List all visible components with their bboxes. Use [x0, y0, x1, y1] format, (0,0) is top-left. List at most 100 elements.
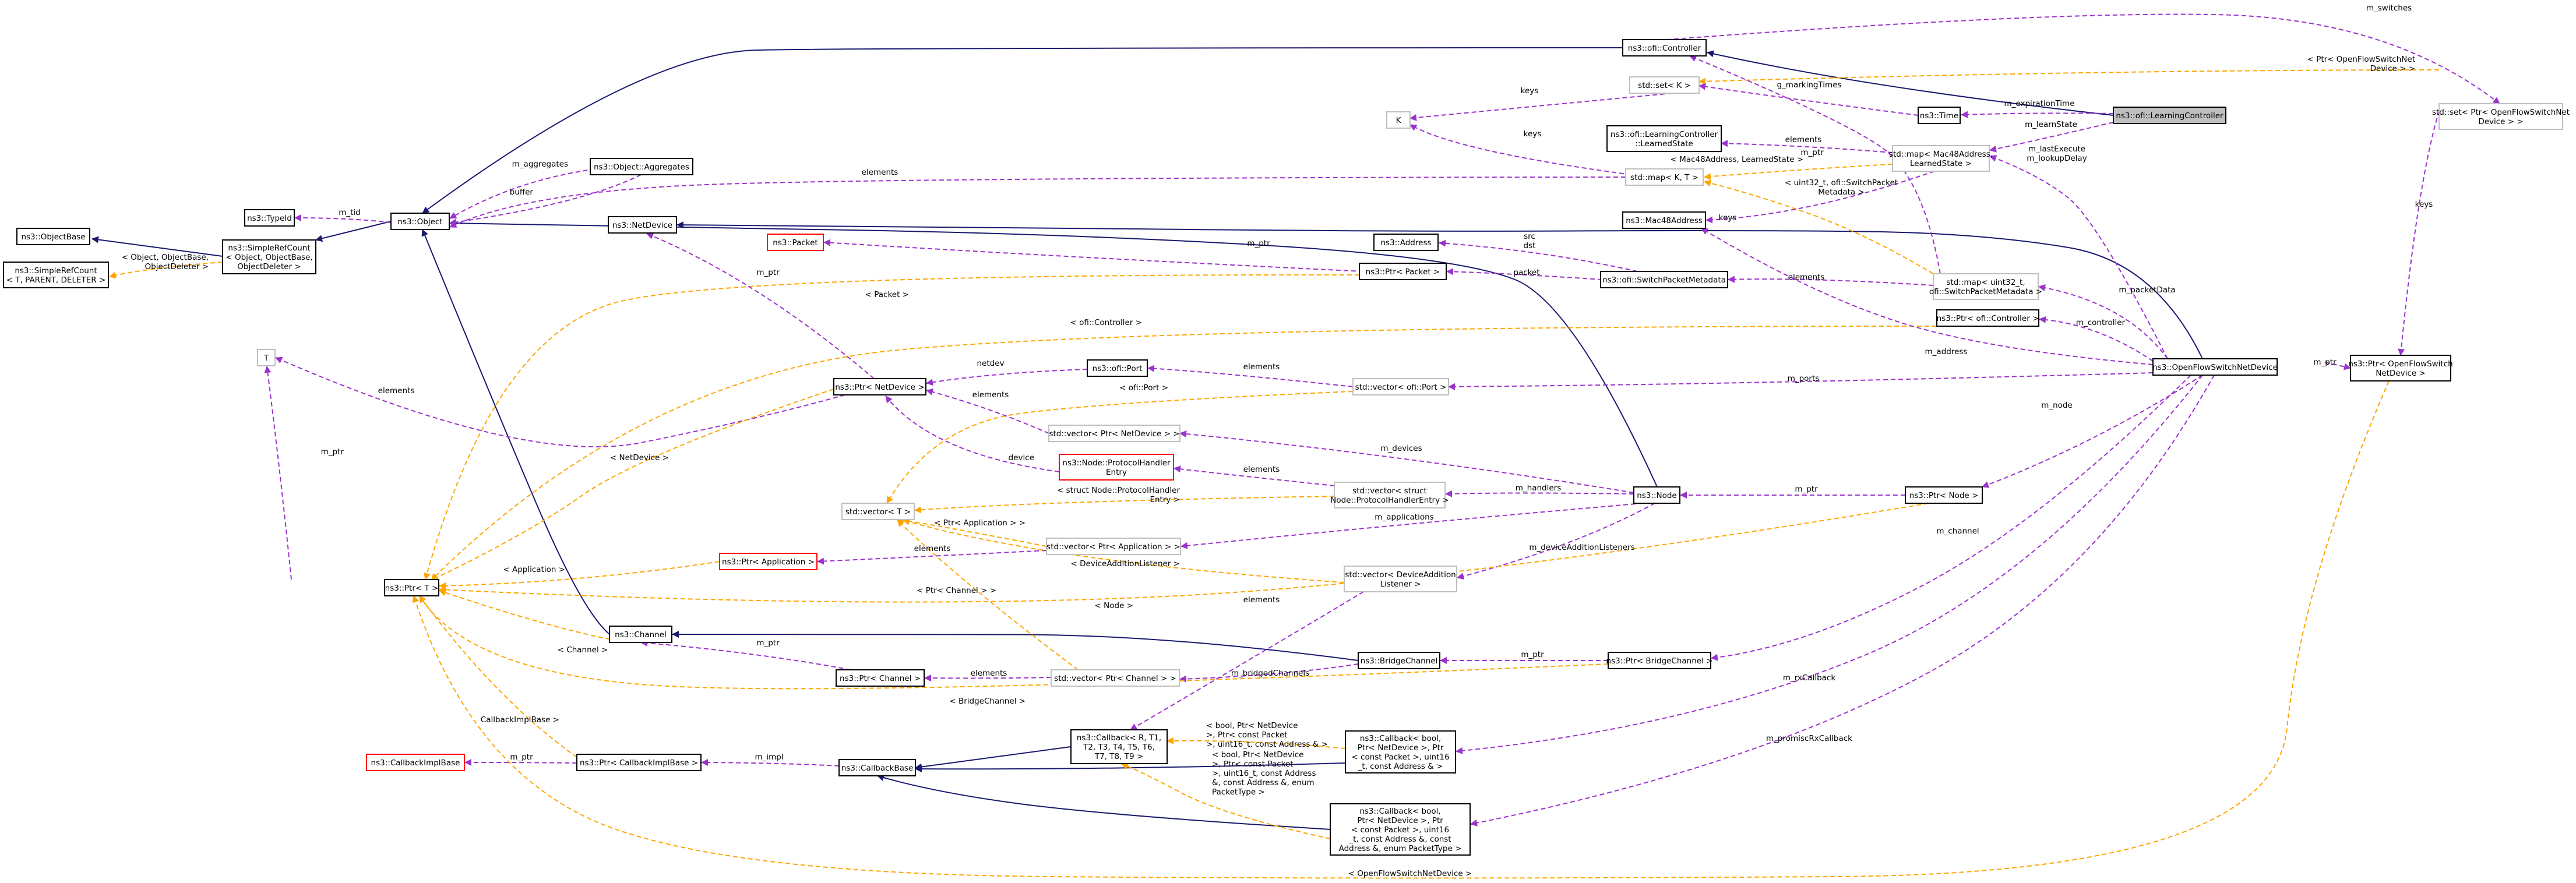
- class-node-address[interactable]: ns3::Address: [1373, 234, 1439, 251]
- edge-use-14: [1698, 83, 1919, 116]
- class-node-label: ns3::Mac48Address: [1626, 216, 1703, 225]
- class-node-box: [1051, 669, 1180, 687]
- class-node-label: ns3::Callback< R, T1,T2, T3, T4, T5, T6,…: [1077, 733, 1161, 761]
- class-node-learned-state[interactable]: ns3::ofi::LearningController::LearnedSta…: [1606, 125, 1722, 152]
- class-node-label: std::set< K >: [1638, 81, 1691, 90]
- edge-label-channel-tpl: < Channel >: [558, 645, 608, 655]
- class-node-box: [1330, 803, 1471, 856]
- class-node-vector-t[interactable]: std::vector< T >: [841, 503, 915, 520]
- class-node-vector-ptr-application[interactable]: std::vector< Ptr< Application > >: [1046, 538, 1181, 555]
- edge-label-keys-1: keys: [1521, 86, 1539, 96]
- class-node-ptr-netdevice[interactable]: ns3::Ptr< NetDevice >: [833, 378, 926, 395]
- class-node-box: [2438, 103, 2563, 130]
- edge-inh-0: [1707, 50, 2114, 116]
- class-node-ptr-bridge-channel[interactable]: ns3::Ptr< BridgeChannel >: [1606, 652, 1713, 669]
- class-node-box: [1933, 273, 2039, 300]
- class-node-ptr-callback-impl-base[interactable]: ns3::Ptr< CallbackImplBase >: [576, 754, 702, 771]
- class-node-ptr-t[interactable]: ns3::Ptr< T >: [384, 579, 439, 596]
- class-node-vector-ptr-netdevice[interactable]: std::vector< Ptr< NetDevice > >: [1048, 425, 1180, 442]
- class-node-callback-bool-1[interactable]: ns3::Callback< bool,Ptr< NetDevice >, Pt…: [1345, 730, 1456, 773]
- edge-label-m-packet-data: m_packetData: [2119, 285, 2175, 295]
- class-node-t[interactable]: T: [257, 349, 276, 366]
- class-node-box: [1622, 211, 1706, 229]
- class-node-netdevice[interactable]: ns3::NetDevice: [608, 216, 677, 234]
- class-node-channel[interactable]: ns3::Channel: [609, 626, 672, 643]
- edge-label-m-expiration-time: m_expirationTime: [2004, 99, 2075, 108]
- class-node-switch-packet-metadata[interactable]: ns3::ofi::SwitchPacketMetadata: [1600, 271, 1728, 288]
- class-node-vector-ofi-port[interactable]: std::vector< ofi::Port >: [1352, 378, 1449, 395]
- class-node-set-k[interactable]: std::set< K >: [1629, 76, 1700, 94]
- class-node-k[interactable]: K: [1386, 111, 1411, 129]
- class-node-label: ns3::BridgeChannel: [1361, 656, 1438, 666]
- class-node-simplerefcount-t[interactable]: ns3::SimpleRefCount< T, PARENT, DELETER …: [3, 262, 109, 288]
- class-node-box: [222, 239, 316, 274]
- class-node-label: ns3::Channel: [615, 630, 667, 640]
- class-node-openflow-switch-netdevice[interactable]: ns3::OpenFlowSwitchNetDevice: [2152, 358, 2278, 376]
- class-node-object[interactable]: ns3::Object: [390, 213, 450, 230]
- edge-label-m-ptr-5: m_ptr: [1795, 485, 1818, 494]
- class-node-box: [244, 209, 295, 227]
- class-node-typeid[interactable]: ns3::TypeId: [244, 209, 295, 227]
- class-node-label: ns3::ofi::Port: [1093, 364, 1143, 373]
- class-node-callback-impl-base[interactable]: ns3::CallbackImplBase: [366, 754, 465, 771]
- class-node-box: [1352, 378, 1449, 395]
- edge-inh-4: [676, 221, 2203, 359]
- class-node-controller[interactable]: ns3::ofi::Controller: [1622, 39, 1707, 56]
- class-node-map-uint32-spm[interactable]: std::map< uint32_t,ofi::SwitchPacketMeta…: [1929, 273, 2042, 300]
- class-node-label: ns3::Ptr< NetDevice >: [835, 383, 924, 392]
- edge-tpl-52: [914, 496, 1335, 514]
- class-node-vector-ptr-channel[interactable]: std::vector< Ptr< Channel > >: [1051, 669, 1180, 687]
- edge-label-elements-3: elements: [1788, 273, 1825, 282]
- class-node-map-mac-learned[interactable]: std::map< Mac48Address,LearnedState >: [1889, 145, 1993, 172]
- class-node-label: ns3::Object::Aggregates: [594, 163, 689, 172]
- class-node-box: [1048, 425, 1180, 442]
- edge-use-31: [1439, 239, 1638, 272]
- class-node-ptr-channel[interactable]: ns3::Ptr< Channel >: [836, 669, 925, 687]
- edge-label-bool-callback-tpl-2: < bool, Ptr< NetDevice>, Ptr< const Pack…: [1212, 750, 1316, 797]
- class-node-box: [1344, 566, 1457, 592]
- class-node-label: std::map< Mac48Address,LearnedState >: [1889, 150, 1993, 168]
- class-node-time[interactable]: ns3::Time: [1918, 107, 1961, 124]
- edge-label-callback-impl-base-tpl: CallbackImplBase >: [481, 715, 559, 725]
- class-node-learning-controller[interactable]: ns3::ofi::LearningController: [2113, 107, 2226, 124]
- class-node-callback-bool-2[interactable]: ns3::Callback< bool,Ptr< NetDevice >, Pt…: [1330, 803, 1471, 856]
- class-node-ptr-node[interactable]: ns3::Ptr< Node >: [1905, 486, 1983, 504]
- class-node-ptr-application[interactable]: ns3::Ptr< Application >: [719, 553, 817, 570]
- class-node-box: [1905, 486, 1983, 504]
- class-node-label: std::vector< Ptr< NetDevice > >: [1049, 429, 1179, 439]
- class-node-packet[interactable]: ns3::Packet: [767, 234, 824, 251]
- edge-label-m-controller: m_controller: [2076, 318, 2126, 327]
- edge-label-m-ptr-6: m_ptr: [321, 447, 344, 457]
- class-node-objectbase[interactable]: ns3::ObjectBase: [16, 228, 90, 245]
- class-node-bridge-channel[interactable]: ns3::BridgeChannel: [1358, 652, 1440, 669]
- edge-label-m-node: m_node: [2041, 401, 2073, 410]
- class-node-map-kt[interactable]: std::map< K, T >: [1625, 168, 1704, 186]
- class-node-mac48[interactable]: ns3::Mac48Address: [1622, 211, 1706, 229]
- class-node-node[interactable]: ns3::Node: [1633, 486, 1680, 504]
- class-node-box: [576, 754, 702, 771]
- class-node-box: [1892, 145, 1990, 172]
- class-node-box: [1087, 359, 1148, 377]
- class-node-ofi-port[interactable]: ns3::ofi::Port: [1087, 359, 1148, 377]
- class-node-object-aggregates[interactable]: ns3::Object::Aggregates: [590, 158, 693, 175]
- class-node-label: ns3::ofi::SwitchPacketMetadata: [1602, 276, 1726, 285]
- class-node-ptr-controller[interactable]: ns3::Ptr< ofi::Controller >: [1936, 309, 2039, 327]
- class-node-simplerefcount[interactable]: ns3::SimpleRefCount< Object, ObjectBase,…: [222, 239, 316, 274]
- class-node-box: [590, 158, 693, 175]
- class-node-callback-r-t1[interactable]: ns3::Callback< R, T1,T2, T3, T4, T5, T6,…: [1070, 729, 1168, 764]
- class-node-callback-base[interactable]: ns3::CallbackBase: [838, 759, 916, 776]
- edge-label-m-bridged-channels: m_bridgedChannels: [1231, 669, 1309, 678]
- edge-label-object-tpl: < Object, ObjectBase,ObjectDeleter >: [122, 253, 209, 271]
- edge-use-16: [1989, 122, 2114, 153]
- class-node-ptr-packet[interactable]: ns3::Ptr< Packet >: [1359, 263, 1447, 280]
